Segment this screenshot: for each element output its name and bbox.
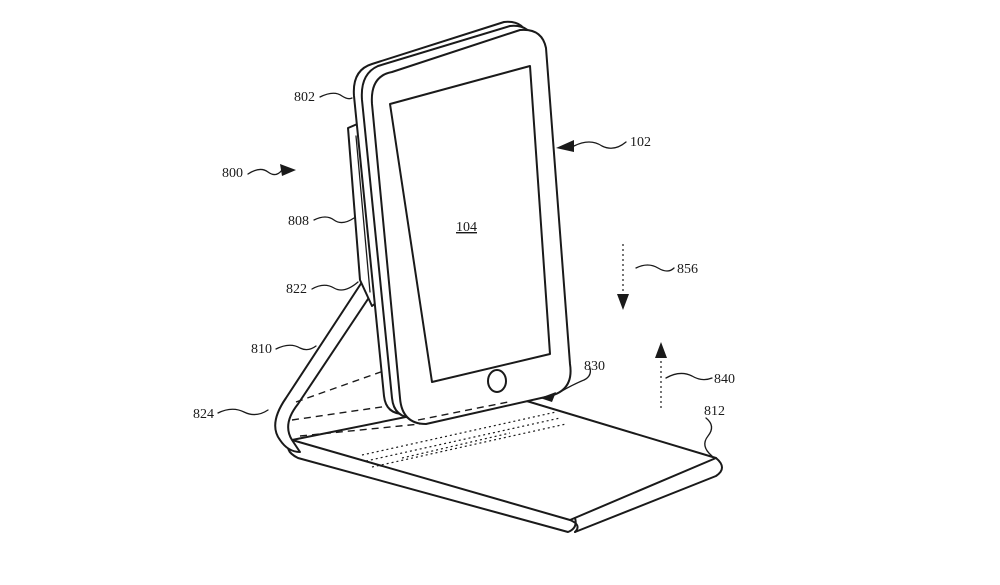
ref-808: 808 [288,214,309,229]
ref-102: 102 [630,135,651,150]
home-button-icon [487,369,507,393]
ref-810: 810 [251,342,272,357]
ref-830: 830 [584,359,605,374]
ref-822: 822 [286,282,307,297]
device-screen [389,65,551,383]
arrow-800 [280,164,296,176]
ref-840: 840 [714,372,735,387]
base-plate [287,395,723,533]
ref-802: 802 [294,90,315,105]
stand-arm [274,267,421,453]
ref-104: 104 [456,220,477,235]
ref-824: 824 [193,407,214,422]
arrow-856 [617,244,629,310]
ref-856: 856 [677,262,698,277]
reference-labels: 802 800 808 822 810 824 102 104 856 830 … [193,90,735,422]
leader-lines [217,92,713,457]
ref-812: 812 [704,404,725,419]
arrow-830 [540,392,556,402]
device [352,20,572,425]
ref-800: 800 [222,166,243,181]
arrow-102 [556,140,574,152]
arrow-840 [655,342,667,408]
